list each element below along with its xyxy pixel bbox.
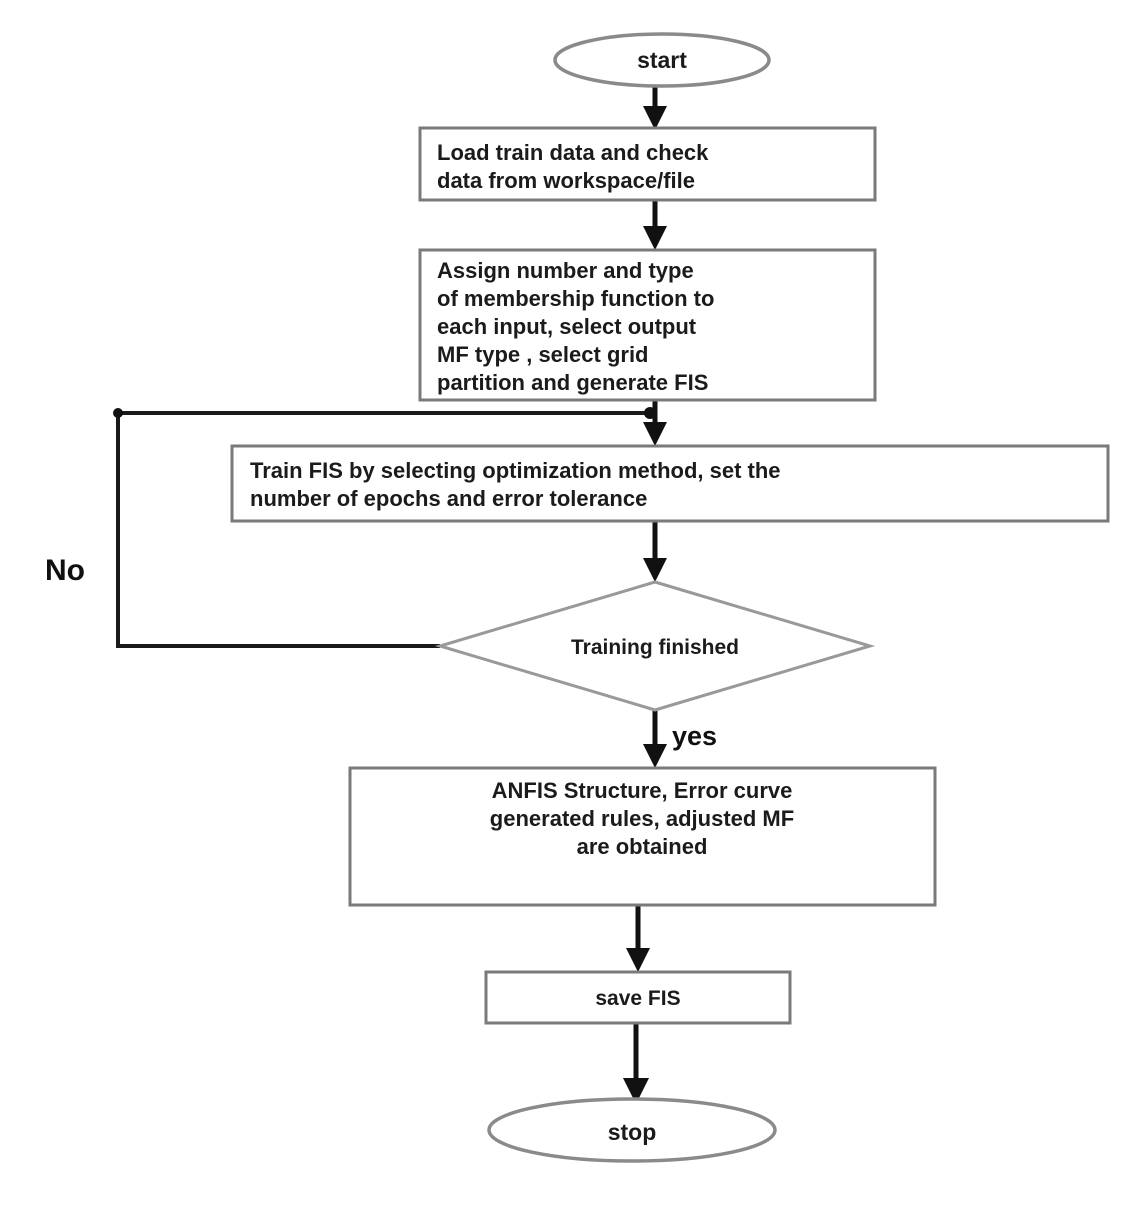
node-load-data-line-1: Load train data and check (437, 140, 709, 165)
node-train-fis-line-1: Train FIS by selecting optimization meth… (250, 458, 781, 483)
node-assign-mf-line-4: MF type , select grid (437, 342, 649, 367)
node-train-fis[interactable]: Train FIS by selecting optimization meth… (230, 444, 1110, 523)
node-start-label: start (637, 47, 687, 73)
node-anfis-results-line-3: are obtained (577, 834, 708, 859)
edge-decision-yes-to-anfis (643, 710, 667, 768)
node-assign-mf-line-3: each input, select output (437, 314, 697, 339)
edge-no-feedback-loop (113, 407, 656, 648)
edge-assign-mf-to-train-fis (643, 400, 667, 446)
node-stop[interactable]: stop (487, 1097, 777, 1163)
node-train-fis-line-2: number of epochs and error tolerance (250, 486, 647, 511)
edge-load-data-to-assign-mf (643, 200, 667, 250)
node-save-fis-label: save FIS (595, 987, 680, 1010)
node-anfis-results[interactable]: ANFIS Structure, Error curve generated r… (348, 766, 937, 907)
node-start[interactable]: start (553, 32, 771, 88)
node-assign-mf-line-5: partition and generate FIS (437, 370, 708, 395)
node-save-fis[interactable]: save FIS (484, 970, 792, 1025)
node-assign-mf-line-1: Assign number and type (437, 258, 694, 283)
edge-label-yes: yes (672, 721, 717, 751)
edge-save-fis-to-stop (623, 1023, 649, 1104)
edge-anfis-to-save-fis (626, 905, 650, 972)
node-load-data[interactable]: Load train data and check data from work… (418, 126, 877, 202)
edge-label-no: No (45, 554, 85, 587)
edge-train-fis-to-decision (643, 521, 667, 582)
edge-start-to-load-data (643, 85, 667, 130)
node-training-finished[interactable]: Training finished (434, 580, 876, 712)
node-assign-mf-line-2: of membership function to (437, 286, 714, 311)
node-stop-label: stop (608, 1119, 657, 1145)
node-load-data-line-2: data from workspace/file (437, 168, 695, 193)
node-anfis-results-line-2: generated rules, adjusted MF (490, 806, 794, 831)
node-anfis-results-line-1: ANFIS Structure, Error curve (492, 778, 793, 803)
node-training-finished-label: Training finished (571, 636, 739, 659)
node-assign-mf[interactable]: Assign number and type of membership fun… (418, 248, 877, 402)
